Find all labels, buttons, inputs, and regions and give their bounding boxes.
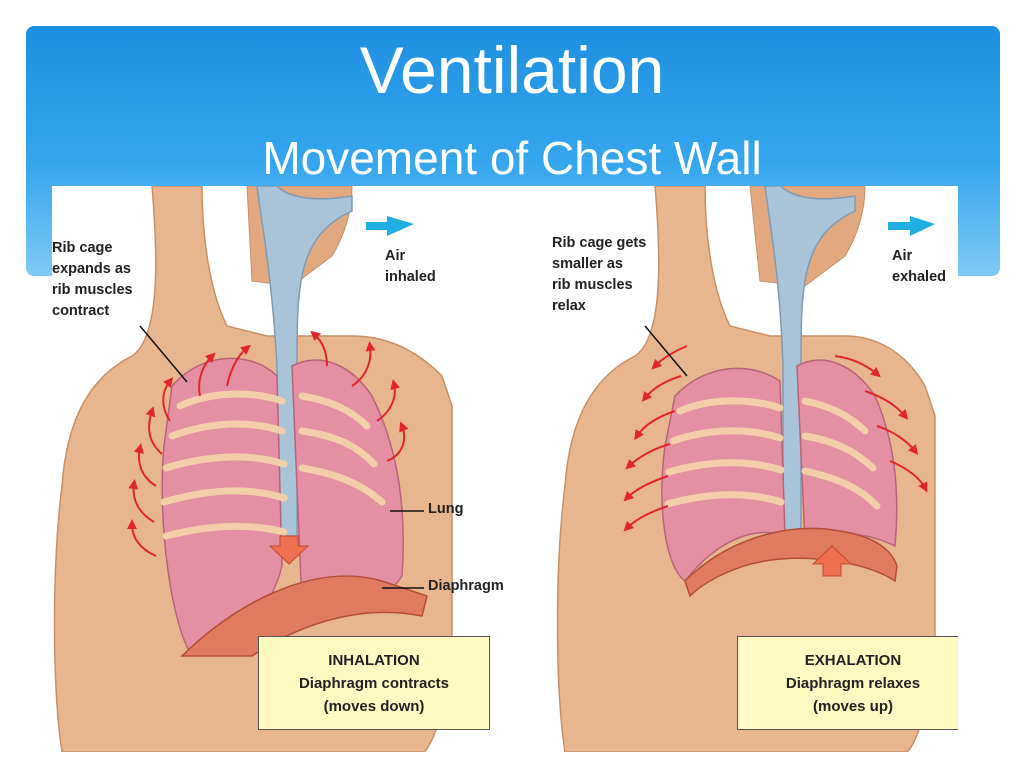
exhalation-caption-title: EXHALATION [804, 652, 902, 669]
inhalation-panel: Rib cage expands as rib muscles contract… [52, 186, 505, 752]
inhalation-caption-box: INHALATION Diaphragm contracts (moves do… [258, 636, 490, 730]
inhalation-caption-title: INHALATION [328, 652, 420, 669]
rib-label-pointer [139, 325, 188, 383]
rib-cage-label: Rib cage gets smaller as rib muscles rel… [552, 235, 647, 314]
rib-cage-label: Rib cage expands as rib muscles contract [52, 240, 133, 319]
diaphragm-down-arrow [268, 535, 310, 565]
left-lung [661, 367, 786, 583]
inhalation-caption-line2: (moves down) [323, 698, 425, 715]
exhalation-caption-line2: (moves up) [812, 698, 893, 715]
lung-label: Lung [428, 501, 464, 517]
air-exhaled-arrow [888, 216, 935, 236]
exhalation-illustration [556, 186, 936, 752]
air-inhaled-arrow [366, 216, 414, 236]
trachea [764, 186, 856, 537]
diagram-area: Rib cage expands as rib muscles contract… [52, 186, 958, 752]
air-exhaled-label: Air exhaled [892, 248, 946, 285]
inhalation-caption-line1: Diaphragm contracts [298, 675, 450, 692]
slide-title: Ventilation [359, 33, 665, 107]
rib-label-pointer [644, 325, 688, 377]
slide-subtitle: Movement of Chest Wall [262, 132, 762, 184]
air-inhaled-label: Air inhaled [385, 248, 436, 285]
exhalation-caption-box: EXHALATION Diaphragm relaxes (moves up) [737, 636, 958, 730]
inhalation-illustration [53, 186, 453, 752]
exhalation-caption-line1: Diaphragm relaxes [785, 675, 921, 692]
diaphragm [684, 527, 898, 598]
trachea [256, 186, 353, 537]
diaphragm-up-arrow [811, 545, 853, 577]
exhalation-panel: Rib cage gets smaller as rib muscles rel… [505, 186, 958, 752]
rib-cage [664, 397, 881, 510]
expansion-arrows [127, 330, 409, 557]
diaphragm-label: Diaphragm [428, 578, 504, 594]
contraction-arrows [623, 345, 928, 532]
rib-cage [160, 390, 386, 540]
